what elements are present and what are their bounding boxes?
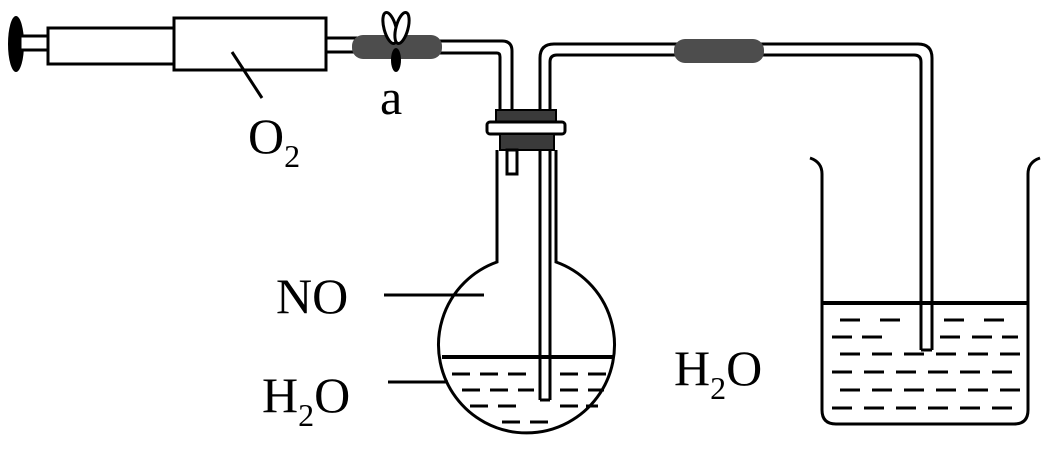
beaker-water-dashes [832, 318, 1020, 410]
syringe-outer-barrel [172, 16, 328, 72]
rubber-connector-right [674, 39, 764, 63]
o2-leader-line [230, 51, 264, 99]
o2-label: O2 [248, 108, 300, 174]
syringe-thumb-rest [8, 16, 24, 72]
beaker-outline [809, 156, 1041, 426]
rubber-connector-left [352, 35, 442, 59]
syringe-plunger-rod [18, 34, 52, 52]
no-label: NO [276, 268, 348, 324]
rubber-stopper [485, 109, 567, 176]
clamp-label: a [380, 69, 402, 125]
inlet-tube [356, 39, 514, 120]
clamp-a[interactable] [380, 10, 412, 72]
rubber-tube-neck [370, 42, 426, 52]
syringe [8, 16, 360, 72]
beaker [809, 156, 1041, 426]
flask-h2o-label: H2O [262, 367, 350, 433]
round-flask [437, 150, 616, 435]
flask-outline [437, 150, 616, 435]
beaker-h2o-label: H2O [674, 340, 762, 406]
flask-water-dashes [452, 372, 606, 424]
syringe-inner-barrel [46, 26, 178, 66]
